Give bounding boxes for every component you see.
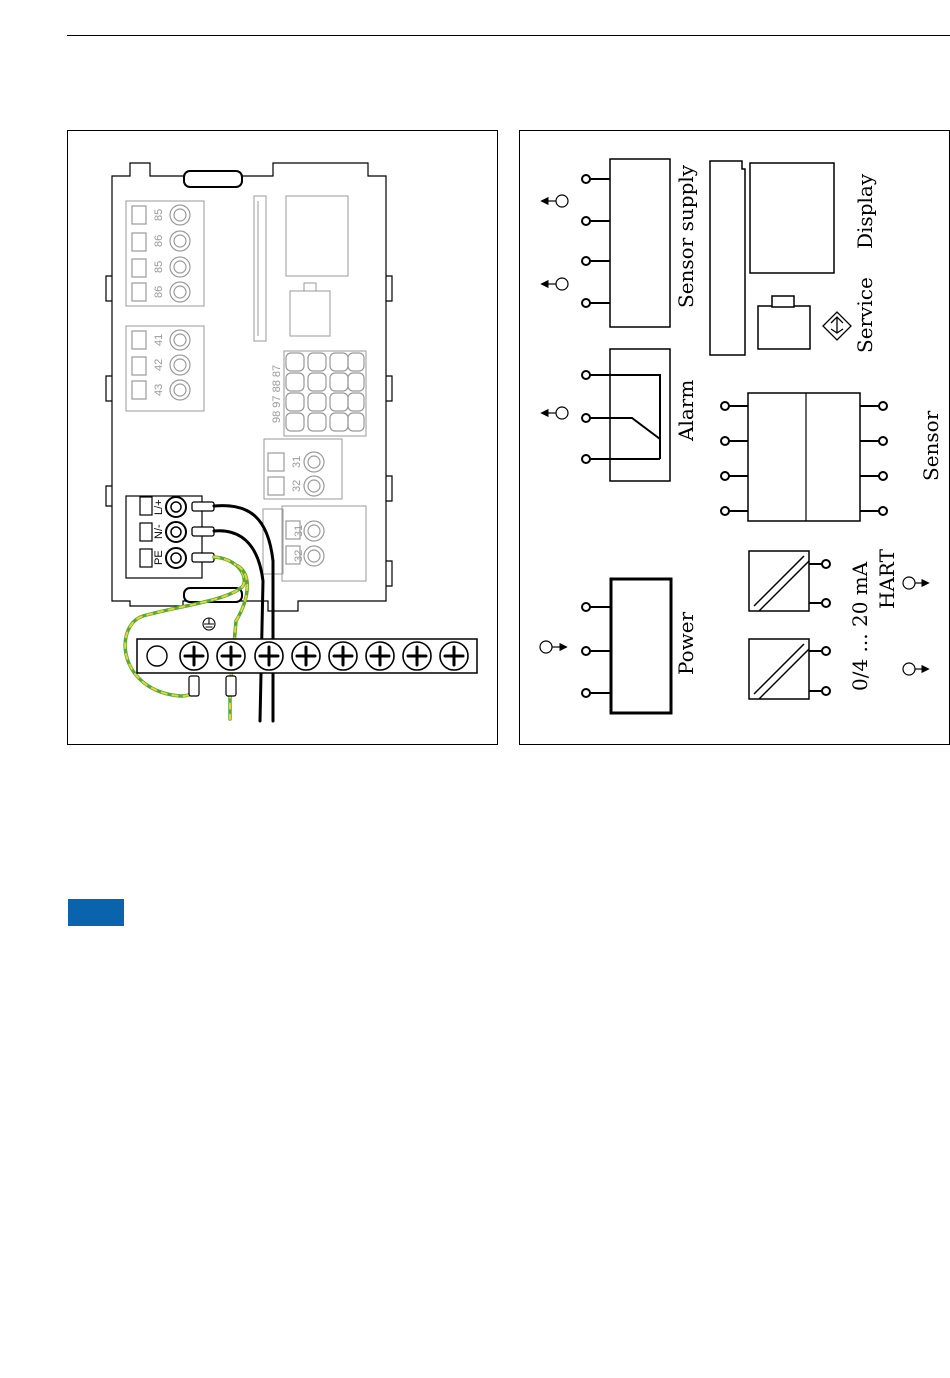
terminal-block-85-86: 85 86 85 86 [132, 205, 190, 302]
earth-terminal-bar [137, 639, 477, 696]
terminal-label: 86 [153, 286, 165, 298]
terminal-label: 85 [153, 261, 165, 273]
current-output-label: 0/4 ... 20 mA [848, 561, 872, 691]
terminal-label: 32 [293, 550, 305, 562]
terminal-block-98-87: 98 97 88 87 [271, 353, 364, 431]
sensor-supply-block: Sensor supply [582, 159, 698, 327]
terminal-block-31-32-lower: 31 32 [286, 521, 324, 566]
wiring-diagram: 85 86 85 86 41 42 43 [68, 131, 499, 746]
service-label: Service [853, 277, 877, 353]
current-output-blocks: 0/4 ... 20 mA HART [749, 548, 899, 699]
power-block: Power [582, 579, 698, 713]
power-terminal-block: L/+ N/- PE [126, 496, 214, 578]
sensor-supply-label: Sensor supply [674, 164, 698, 308]
power-terminal-label: PE [153, 550, 165, 565]
terminal-label: 31 [293, 525, 305, 537]
power-label: Power [674, 611, 698, 675]
sensor-label: Sensor [919, 410, 943, 481]
schematic-panel: Sensor supply Display Service [519, 130, 950, 745]
terminal-label: 32 [291, 480, 303, 492]
hart-label: HART [875, 548, 899, 609]
signal-output-icon [540, 195, 568, 653]
terminal-block-31-32-upper: 31 32 [268, 452, 324, 496]
alarm-block: Alarm [582, 349, 698, 481]
sensor-block: Sensor [721, 393, 943, 521]
terminal-label: 98 97 88 87 [271, 365, 283, 423]
terminal-label: 85 [153, 209, 165, 221]
wiring-diagram-panel: 85 86 85 86 41 42 43 [67, 130, 498, 745]
terminal-label: 31 [291, 456, 303, 468]
terminal-label: 43 [153, 384, 165, 396]
section-marker [68, 899, 124, 926]
alarm-label: Alarm [674, 380, 698, 442]
terminal-label: 41 [153, 334, 165, 346]
terminal-block-41-43: 41 42 43 [132, 330, 190, 400]
terminal-label: 86 [153, 235, 165, 247]
header-rule [67, 35, 950, 36]
power-terminal-label: L/+ [153, 499, 165, 515]
schematic-diagram: Sensor supply Display Service [520, 131, 950, 746]
display-label: Display [853, 173, 877, 249]
service-port-block: Service [758, 277, 877, 353]
power-terminal-label: N/- [153, 524, 165, 539]
service-interface-icon [823, 312, 851, 340]
signal-input-icon [903, 577, 928, 675]
terminal-label: 42 [153, 359, 165, 371]
earth-symbol-icon [203, 618, 215, 630]
